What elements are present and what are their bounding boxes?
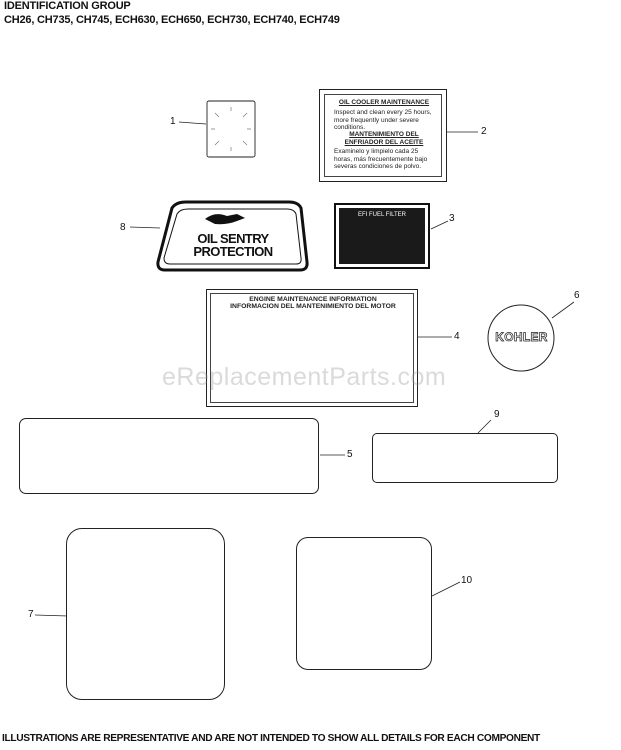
engine-maint-title-en: ENGINE MAINTENANCE INFORMATION bbox=[249, 296, 377, 303]
leader-8 bbox=[129, 226, 161, 229]
blank-label-1 bbox=[206, 100, 256, 158]
oil-sentry-line1: OIL SENTRY bbox=[197, 231, 269, 246]
fuel-filter-text: EFI FUEL FILTER bbox=[357, 212, 406, 218]
kohler-badge bbox=[487, 304, 555, 372]
callout-4: 4 bbox=[454, 331, 460, 342]
oil-cooler-title-es: MANTENIMIENTO DEL ENFRIADOR DEL ACEITE bbox=[344, 131, 424, 146]
oil-cooler-body-es: Examinelo y limpielo cada 25 horas, más … bbox=[334, 148, 428, 170]
callout-7: 7 bbox=[28, 609, 34, 620]
oil-cooler-body-en: Inspect and clean every 25 hours, more f… bbox=[334, 109, 432, 131]
callout-6: 6 bbox=[574, 290, 580, 301]
engine-maint-label: ENGINE MAINTENANCE INFORMATION INFORMACI… bbox=[206, 289, 418, 407]
callout-2: 2 bbox=[481, 126, 487, 137]
oil-can-icon bbox=[205, 214, 245, 225]
model-list: CH26, CH735, CH745, ECH630, ECH650, ECH7… bbox=[4, 14, 340, 26]
watermark: eReplacementParts.com bbox=[162, 363, 447, 391]
oil-cooler-label: OIL COOLER MAINTENANCE Inspect and clean… bbox=[319, 89, 447, 182]
callout-3: 3 bbox=[449, 213, 455, 224]
blank-label-10 bbox=[296, 537, 432, 670]
callout-9: 9 bbox=[494, 409, 500, 420]
blank-label-7 bbox=[66, 528, 225, 700]
leader-7 bbox=[34, 614, 69, 617]
blank-label-5 bbox=[19, 418, 319, 494]
footer-disclaimer: ILLUSTRATIONS ARE REPRESENTATIVE AND ARE… bbox=[2, 733, 540, 744]
callout-5: 5 bbox=[347, 449, 353, 460]
leader-3 bbox=[430, 220, 449, 230]
leader-10 bbox=[431, 581, 461, 597]
callout-1: 1 bbox=[170, 116, 176, 127]
engine-maint-title-es: INFORMACION DEL MANTENIMIENTO DEL MOTOR bbox=[230, 303, 396, 310]
leader-6 bbox=[551, 301, 575, 319]
fuel-filter-label: EFI FUEL FILTER bbox=[334, 203, 430, 269]
callout-10: 10 bbox=[461, 575, 473, 586]
oil-cooler-title-en: OIL COOLER MAINTENANCE bbox=[338, 99, 430, 106]
callout-8: 8 bbox=[120, 222, 126, 233]
kohler-logo-text: KOHLER bbox=[495, 330, 548, 345]
oil-sentry-decal bbox=[156, 200, 309, 272]
leader-9 bbox=[477, 419, 492, 434]
oil-sentry-line2: PROTECTION bbox=[193, 244, 273, 259]
blank-label-9 bbox=[372, 433, 558, 483]
leader-1 bbox=[178, 121, 207, 125]
diagram-title: IDENTIFICATION GROUP bbox=[4, 0, 131, 12]
